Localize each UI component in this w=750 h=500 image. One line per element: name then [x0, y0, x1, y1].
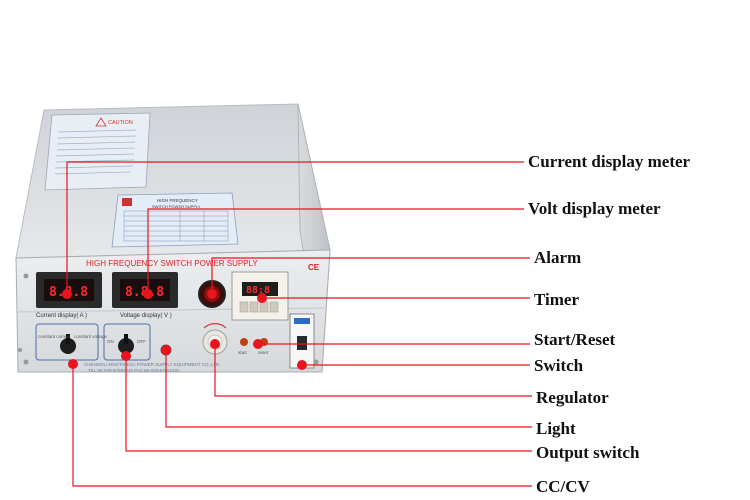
leader-line-current-display-meter: [66, 161, 524, 294]
ce-mark: CE: [308, 263, 320, 272]
caution-warning-icon: [95, 117, 107, 127]
label-start-reset: Start/Reset: [534, 330, 616, 349]
cc-cv-selector[interactable]: constant current constant voltage: [35, 323, 107, 361]
voltage-display-label: Voltage display( V ): [120, 313, 172, 319]
label-switch: Switch: [534, 356, 584, 375]
nameplate-logo: [122, 198, 132, 206]
nameplate-title: HIGH FREQUENCY: [157, 198, 198, 203]
label-output-switch: Output switch: [536, 443, 640, 462]
reset-label: reset: [258, 350, 269, 355]
label-cc-cv: CC/CV: [536, 477, 591, 496]
output-switch-knob[interactable]: ON OFF: [103, 323, 151, 361]
nameplate: HIGH FREQUENCY SWITCH POWER SUPPLY: [111, 192, 239, 248]
leader-line-alarm: [211, 257, 530, 294]
breaker-switch[interactable]: [289, 313, 315, 369]
caution-sticker: CAUTION: [44, 112, 151, 191]
leader-line-output-switch: [125, 356, 532, 452]
label-current-display-meter: Current display meter: [528, 152, 691, 171]
callout-labels: Current display meter Volt display meter…: [528, 152, 691, 496]
on-label: ON: [107, 339, 114, 344]
screw: [23, 273, 29, 279]
leader-dot-light: [161, 345, 171, 355]
manufacturer-line: CHENGDU XINGTONGLI POWER SUPPLY EQUIPMEN…: [84, 362, 220, 367]
label-alarm: Alarm: [534, 248, 581, 267]
leader-dot-regulator: [210, 339, 220, 349]
constant-current-label: constant current: [38, 334, 71, 339]
off-label: OFF: [137, 339, 146, 344]
leader-line-regulator: [214, 344, 532, 397]
panel-title: HIGH FREQUENCY SWITCH POWER SUPPLY: [86, 259, 258, 268]
leader-dot-volt-display-meter: [143, 289, 153, 299]
callout-lines: [62, 161, 532, 487]
nameplate-subtitle: SWITCH POWER SUPPLY: [152, 204, 201, 209]
leader-dot-current-display-meter: [62, 289, 72, 299]
label-volt-display-meter: Volt display meter: [528, 199, 661, 218]
current-display-label: Current display( A ): [36, 313, 87, 319]
power-supply-unit: CAUTION HIGH FREQUENCY SWITCH POWER SUPP…: [15, 103, 331, 373]
leader-line-cc-cv: [72, 364, 532, 487]
caution-title: CAUTION: [108, 120, 133, 126]
start-label: start: [238, 350, 248, 355]
screw: [18, 348, 22, 352]
label-light: Light: [536, 419, 576, 438]
label-regulator: Regulator: [536, 388, 609, 407]
leader-line-light: [165, 350, 532, 428]
leader-dot-start-reset: [253, 339, 263, 349]
leader-line-volt-display-meter: [147, 208, 524, 294]
leader-dot-alarm: [207, 289, 217, 299]
leader-dot-output-switch: [121, 351, 131, 361]
timer-reading: 88:8: [246, 285, 270, 296]
contact-line: TEL:86-028-87982432 FAX:86-028-87982432: [88, 368, 180, 373]
leader-dot-cc-cv: [68, 359, 78, 369]
screw: [23, 359, 29, 365]
start-button[interactable]: [240, 338, 248, 346]
leader-dot-timer: [257, 293, 267, 303]
screw: [313, 359, 319, 365]
label-timer: Timer: [534, 290, 579, 309]
leader-dot-switch: [297, 360, 307, 370]
constant-voltage-label: constant voltage: [74, 334, 107, 339]
